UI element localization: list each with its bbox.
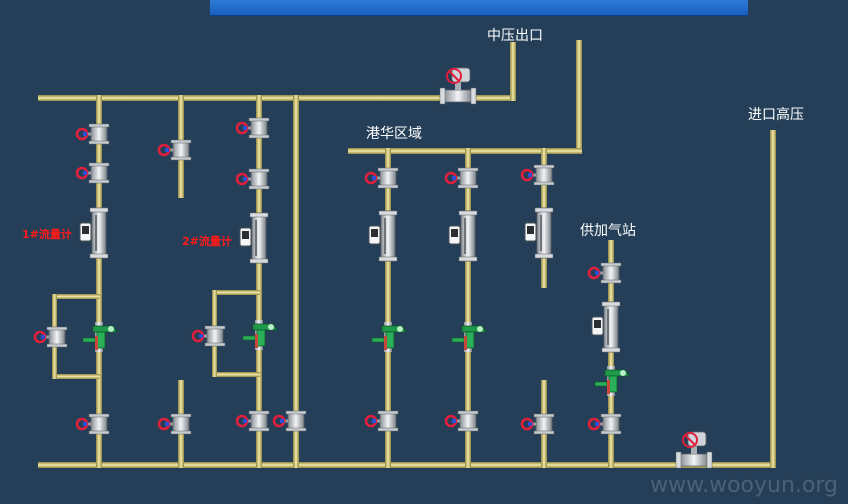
pressure-regulators (82, 319, 630, 397)
flow-meters (79, 207, 621, 353)
label-supply-station: 供加气站 (580, 223, 636, 239)
valves (33, 116, 623, 436)
pipes (38, 40, 776, 468)
top-title-bar (210, 0, 748, 16)
watermark: www.wooyun.org (650, 473, 838, 498)
label-ganghua-area: 港华区域 (366, 126, 422, 142)
label-inlet-high-pressure: 进口高压 (748, 107, 804, 123)
label-flowmeter-1: 1#流量计 (22, 228, 72, 241)
label-flowmeter-2: 2#流量计 (182, 235, 232, 248)
label-mid-pressure-outlet: 中压出口 (487, 28, 543, 44)
